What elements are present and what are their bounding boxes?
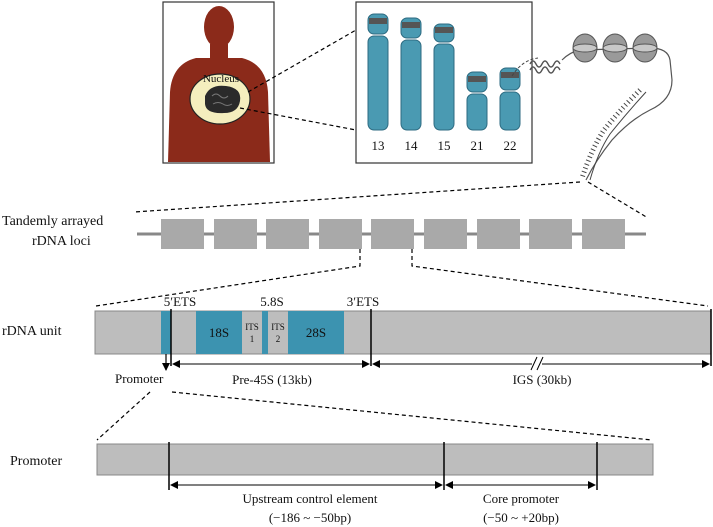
its1-label-bottom: 1 bbox=[250, 334, 255, 344]
rdna-repeat-box bbox=[266, 219, 309, 249]
s28-label: 28S bbox=[306, 325, 326, 340]
zoom-line-promoter-right bbox=[171, 391, 653, 441]
chromosome-label-13: 13 bbox=[372, 138, 385, 153]
ets5-label: 5′ETS bbox=[164, 294, 196, 309]
chromosome-label-22: 22 bbox=[504, 138, 517, 153]
ets5-block bbox=[161, 311, 171, 354]
chromosome-15 bbox=[433, 23, 455, 131]
rdna-repeat-box-selected bbox=[371, 219, 414, 249]
chromosome-label-21: 21 bbox=[471, 138, 484, 153]
its1-label-top: ITS bbox=[245, 322, 259, 332]
rdna-repeat-box bbox=[214, 219, 257, 249]
tandem-repeat-boxes bbox=[161, 219, 625, 249]
s18-block bbox=[196, 311, 242, 354]
s58-block bbox=[262, 311, 268, 354]
human-panel: Nucleus bbox=[162, 1, 275, 164]
its2-label-bottom: 2 bbox=[276, 334, 281, 344]
chromosome-13 bbox=[367, 13, 389, 131]
s58-label: 5.8S bbox=[260, 294, 283, 309]
chromatin-blob-icon bbox=[205, 85, 241, 114]
rdna-repeat-box bbox=[582, 219, 625, 249]
s28-block bbox=[288, 311, 344, 354]
tandem-label-line2: rDNA loci bbox=[32, 234, 91, 249]
chromosome-14 bbox=[400, 17, 422, 131]
chromosome-21 bbox=[466, 71, 488, 131]
rdna-unit-label: rDNA unit bbox=[2, 324, 62, 339]
promoter-row-label: Promoter bbox=[10, 454, 62, 469]
rdna-repeat-box bbox=[477, 219, 520, 249]
promoter-bar bbox=[96, 443, 654, 476]
rdna-repeat-box bbox=[529, 219, 572, 249]
promoter-arrow-label: Promoter bbox=[115, 371, 164, 386]
rdna-repeat-box bbox=[319, 219, 362, 249]
zoom-line-fiber-right bbox=[587, 181, 649, 219]
core-range-label: (−50 ~ +20bp) bbox=[483, 510, 559, 525]
zoom-line-nucleus-bottom bbox=[239, 107, 357, 131]
igs-label: IGS (30kb) bbox=[513, 372, 572, 387]
ets3-label: 3′ETS bbox=[347, 294, 379, 309]
uce-range-label: (−186 ~ −50bp) bbox=[269, 510, 351, 525]
rdna-repeat-box bbox=[161, 219, 204, 249]
its2-label-top: ITS bbox=[271, 322, 285, 332]
zoom-line-unit-right bbox=[411, 249, 709, 307]
axis-break-icon bbox=[530, 356, 544, 371]
zoom-line-unit-left bbox=[95, 249, 361, 307]
rdna-unit-bar bbox=[94, 310, 712, 355]
pre45s-label: Pre-45S (13kb) bbox=[232, 372, 312, 387]
zoom-line-promoter-left bbox=[96, 391, 151, 441]
core-label: Core promoter bbox=[483, 491, 560, 506]
chromosome-label-14: 14 bbox=[405, 138, 419, 153]
rdna-repeat-box bbox=[424, 219, 467, 249]
tandem-label-line1: Tandemly arrayed bbox=[2, 214, 103, 229]
chromosome-label-15: 15 bbox=[438, 138, 451, 153]
chromosome-22 bbox=[499, 67, 521, 131]
s18-label: 18S bbox=[209, 325, 229, 340]
uce-label: Upstream control element bbox=[242, 491, 377, 506]
zoom-line-fiber-left bbox=[133, 181, 581, 213]
nucleus-label: Nucleus bbox=[203, 73, 239, 85]
chromatin-fiber-icon bbox=[511, 33, 673, 181]
chromosome-panel: 13 14 15 21 22 bbox=[355, 1, 533, 164]
